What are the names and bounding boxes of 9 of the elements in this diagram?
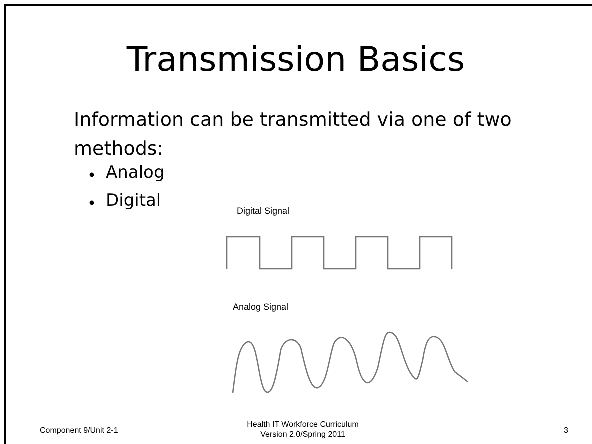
page-number: 3	[564, 426, 568, 436]
footer-text: Component 9/Unit 2-1	[40, 426, 118, 436]
signal-label: Digital Signal	[237, 206, 290, 216]
body-text: Information can be transmitted via one of two methods:	[74, 108, 513, 162]
bullet-text: Analog	[106, 163, 165, 183]
slide-title: Transmission Basics	[126, 40, 466, 80]
signal-label: Analog Signal	[233, 302, 289, 312]
footer-text: Health IT Workforce Curriculum Version 2.0/Spring 2011	[246, 420, 360, 440]
bullet-text: Digital	[106, 191, 162, 211]
